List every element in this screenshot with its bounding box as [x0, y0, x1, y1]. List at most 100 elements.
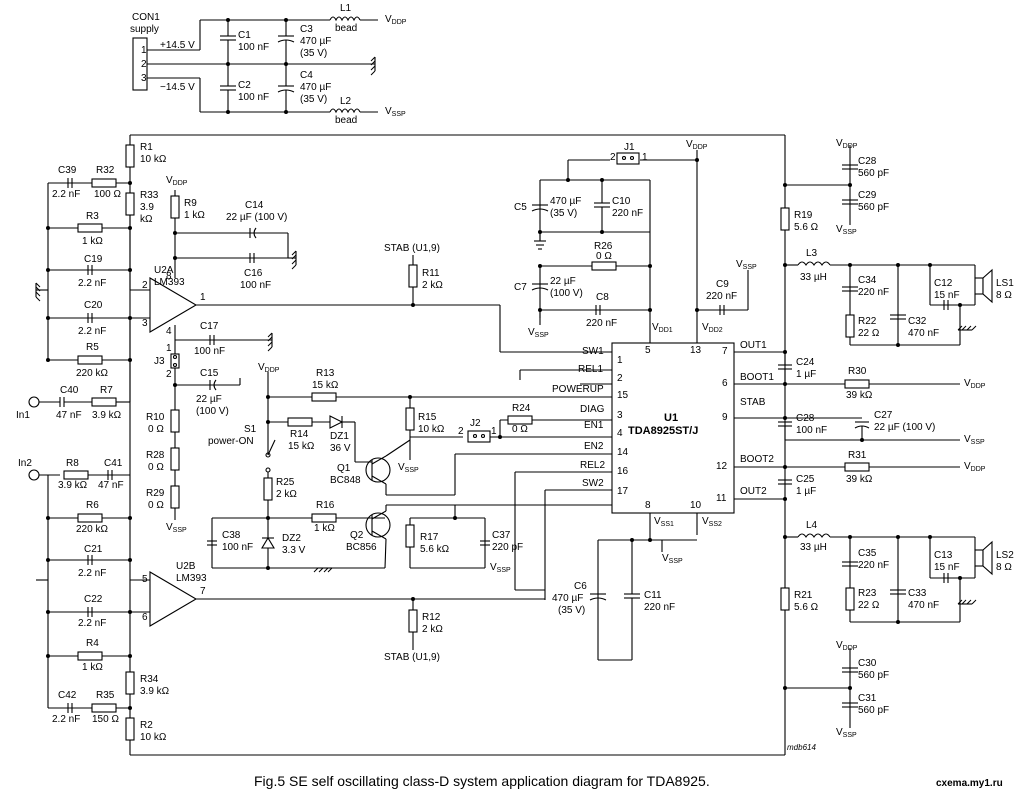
ls1-value: 8 Ω: [996, 290, 1012, 301]
in1-label: In1: [16, 410, 30, 421]
ic-name: U1: [664, 412, 679, 424]
c2-value: 100 nF: [238, 92, 270, 103]
r25-label: R25: [276, 477, 295, 488]
c10-value: 220 nF: [612, 208, 644, 219]
c1-value: 100 nF: [238, 42, 270, 53]
r22-label: R22: [858, 316, 877, 327]
c14-label: C14: [245, 200, 264, 211]
ic-boot2: BOOT2: [740, 454, 774, 465]
l1-label: L1: [340, 3, 352, 14]
ic-pin17: 17: [617, 486, 629, 497]
c28a-value: 560 pF: [858, 168, 890, 179]
ic-diag: DIAG: [580, 404, 605, 415]
c10-label: C10: [612, 196, 631, 207]
c41-value: 47 nF: [98, 480, 124, 491]
r4-label: R4: [86, 638, 99, 649]
c8-label: C8: [596, 292, 609, 303]
ic-pin4: 4: [617, 428, 623, 439]
r25-value: 2 kΩ: [276, 489, 297, 500]
r29-value: 0 Ω: [148, 500, 164, 511]
power-on-section: [207, 369, 612, 600]
c24-label: C24: [796, 357, 815, 368]
r23-label: R23: [858, 588, 877, 599]
c16-label: C16: [244, 268, 263, 279]
vssp-label-c7: VSSP: [528, 327, 549, 339]
ic-pin9: 9: [722, 412, 728, 423]
u2b-pin6: 6: [142, 612, 148, 623]
c19-value: 2.2 nF: [78, 278, 107, 289]
watermark: cxema.my1.ru: [936, 778, 1003, 789]
vssp-label-top: VSSP: [385, 106, 406, 118]
r12-value: 2 kΩ: [422, 624, 443, 635]
r1-value: 10 kΩ: [140, 154, 167, 165]
r5-label: R5: [86, 342, 99, 353]
r21-value: 5.6 Ω: [794, 602, 819, 613]
ic-powerup: POWERUP: [552, 384, 604, 395]
dz2-label: DZ2: [282, 533, 301, 544]
ic-out2: OUT2: [740, 486, 767, 497]
c27-value: 22 µF (100 V): [874, 422, 936, 433]
c42-label: C42: [58, 690, 77, 701]
r33-unit: kΩ: [140, 214, 153, 225]
l2-value: bead: [335, 115, 358, 126]
c33-value: 470 nF: [908, 600, 940, 611]
c41-label: C41: [104, 458, 123, 469]
vddp-label-r31: VDDP: [964, 461, 986, 473]
c15-voltage: (100 V): [196, 406, 229, 417]
r7-value: 3.9 kΩ: [92, 410, 122, 421]
l4-value: 33 µH: [800, 542, 827, 553]
ic-rel2: REL2: [580, 460, 606, 471]
ls2-value: 8 Ω: [996, 562, 1012, 573]
r11-value: 2 kΩ: [422, 280, 443, 291]
c39-label: C39: [58, 165, 77, 176]
c21-value: 2.2 nF: [78, 568, 107, 579]
j2-label: J2: [470, 418, 481, 429]
r32-label: R32: [96, 165, 115, 176]
c42-value: 2.2 nF: [52, 714, 81, 725]
con1-pin2: 2: [141, 59, 147, 70]
ic-pin14: 14: [617, 447, 629, 458]
ic-pin11: 11: [716, 493, 727, 504]
c37-label: C37: [492, 530, 511, 541]
r14-label: R14: [290, 429, 309, 440]
r30-value: 39 kΩ: [846, 390, 873, 401]
dz2-value: 3.3 V: [282, 545, 306, 556]
c29-label: C29: [858, 190, 877, 201]
output1-section: [778, 145, 993, 389]
vssp-label-q1: VSSP: [398, 462, 419, 474]
c7-value: 22 µF: [550, 276, 576, 287]
opamp-u2b: [149, 571, 545, 650]
output2-section: [778, 462, 993, 728]
u2a-name: U2A: [154, 265, 174, 276]
u2a-pin4: 4: [166, 326, 172, 337]
r16-label: R16: [316, 500, 335, 511]
c22-value: 2.2 nF: [78, 618, 107, 629]
supply-section: [132, 16, 378, 114]
c28b-label: C28: [796, 413, 815, 424]
ref-code: mdb614: [787, 743, 816, 752]
vssp-label-ic: VSSP: [662, 553, 683, 565]
c25-label: C25: [796, 474, 815, 485]
u2a-supply: [170, 190, 297, 270]
c32-value: 470 nF: [908, 328, 940, 339]
r10-label: R10: [146, 412, 165, 423]
j2-pin1: 1: [491, 426, 497, 437]
r28-value: 0 Ω: [148, 462, 164, 473]
ls2-label: LS2: [996, 550, 1014, 561]
ic-rel1: REL1: [578, 364, 604, 375]
ic-en2: EN2: [584, 441, 604, 452]
r8-label: R8: [66, 458, 79, 469]
c15-label: C15: [200, 368, 219, 379]
r24-label: R24: [512, 403, 531, 414]
vss-decoupling: [589, 538, 663, 661]
r33-label: R33: [140, 190, 159, 201]
c17-label: C17: [200, 321, 219, 332]
vssp-label-stab: VSSP: [964, 434, 985, 446]
c4-value: 470 µF: [300, 82, 332, 93]
ic-sw1: SW1: [582, 346, 604, 357]
l1-value: bead: [335, 23, 358, 34]
l4-label: L4: [806, 520, 818, 531]
opamp-u2a: [149, 255, 612, 353]
u2a-part: LM393: [154, 277, 185, 288]
